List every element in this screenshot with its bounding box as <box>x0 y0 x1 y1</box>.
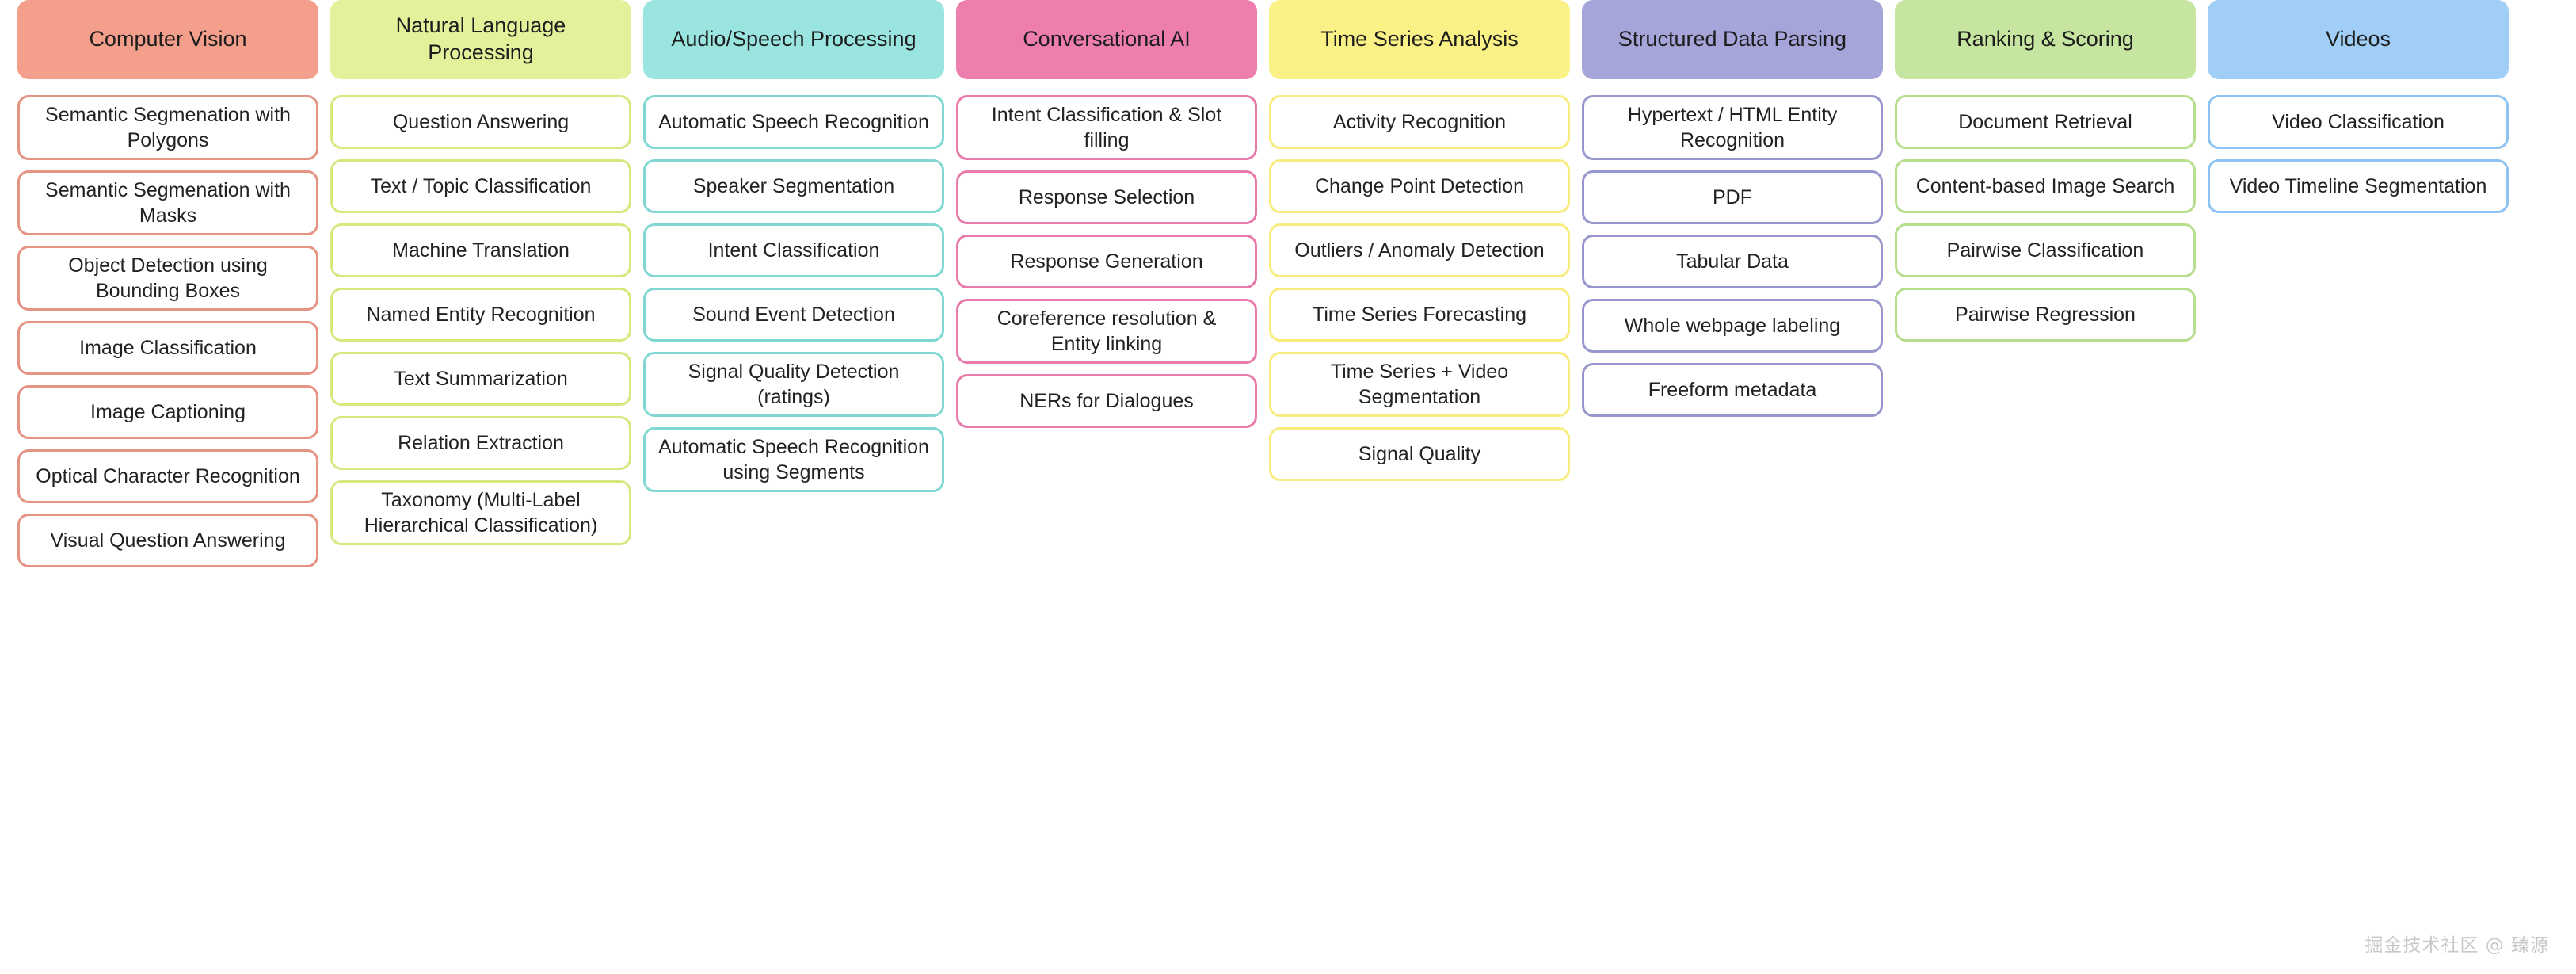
task-card[interactable]: Intent Classification & Slot filling <box>956 95 1257 160</box>
task-card[interactable]: Image Classification <box>17 321 318 375</box>
category-header[interactable]: Natural Language Processing <box>330 0 631 79</box>
task-card[interactable]: Automatic Speech Recognition using Segme… <box>643 427 944 492</box>
task-card[interactable]: Document Retrieval <box>1895 95 2196 149</box>
task-card[interactable]: Time Series Forecasting <box>1269 288 1570 342</box>
task-card[interactable]: Change Point Detection <box>1269 159 1570 213</box>
watermark: 掘金技术社区 @ 臻源 <box>2365 935 2549 956</box>
task-card[interactable]: Tabular Data <box>1582 235 1883 288</box>
task-card[interactable]: Semantic Segmenation with Masks <box>17 170 318 235</box>
task-card[interactable]: Image Captioning <box>17 385 318 439</box>
category-header[interactable]: Ranking & Scoring <box>1895 0 2196 79</box>
task-card[interactable]: PDF <box>1582 170 1883 224</box>
task-card[interactable]: Object Detection using Bounding Boxes <box>17 246 318 311</box>
task-card[interactable]: Taxonomy (Multi-Label Hierarchical Class… <box>330 480 631 545</box>
category-header[interactable]: Structured Data Parsing <box>1582 0 1883 79</box>
task-card[interactable]: Outliers / Anomaly Detection <box>1269 223 1570 277</box>
task-card[interactable]: Question Answering <box>330 95 631 149</box>
task-card[interactable]: Hypertext / HTML Entity Recognition <box>1582 95 1883 160</box>
task-card[interactable]: Relation Extraction <box>330 416 631 470</box>
task-card[interactable]: Freeform metadata <box>1582 363 1883 417</box>
task-card[interactable]: Pairwise Regression <box>1895 288 2196 342</box>
task-card[interactable]: Coreference resolution & Entity linking <box>956 299 1257 364</box>
task-card[interactable]: Machine Translation <box>330 223 631 277</box>
category-header[interactable]: Computer Vision <box>17 0 318 79</box>
task-card[interactable]: Visual Question Answering <box>17 514 318 567</box>
task-card[interactable]: Activity Recognition <box>1269 95 1570 149</box>
task-card[interactable]: Optical Character Recognition <box>17 449 318 503</box>
category-header[interactable]: Conversational AI <box>956 0 1257 79</box>
task-card[interactable]: Signal Quality <box>1269 427 1570 481</box>
task-card[interactable]: Video Classification <box>2208 95 2509 149</box>
task-card[interactable]: Response Selection <box>956 170 1257 224</box>
category-header[interactable]: Audio/Speech Processing <box>643 0 944 79</box>
task-card[interactable]: Intent Classification <box>643 223 944 277</box>
task-card[interactable]: Text / Topic Classification <box>330 159 631 213</box>
task-card[interactable]: Automatic Speech Recognition <box>643 95 944 149</box>
category-header[interactable]: Time Series Analysis <box>1269 0 1570 79</box>
task-card[interactable]: Text Summarization <box>330 352 631 406</box>
task-card[interactable]: Content-based Image Search <box>1895 159 2196 213</box>
category-header[interactable]: Videos <box>2208 0 2509 79</box>
task-card[interactable]: Time Series + Video Segmentation <box>1269 352 1570 417</box>
category-column: Conversational AI Intent Classification &… <box>956 0 1257 438</box>
task-card[interactable]: Video Timeline Segmentation <box>2208 159 2509 213</box>
task-card[interactable]: Speaker Segmentation <box>643 159 944 213</box>
task-card[interactable]: Signal Quality Detection (ratings) <box>643 352 944 417</box>
task-card[interactable]: Sound Event Detection <box>643 288 944 342</box>
task-card[interactable]: Whole webpage labeling <box>1582 299 1883 353</box>
task-card[interactable]: Pairwise Classification <box>1895 223 2196 277</box>
task-card[interactable]: NERs for Dialogues <box>956 374 1257 428</box>
task-card[interactable]: Named Entity Recognition <box>330 288 631 342</box>
task-card[interactable]: Response Generation <box>956 235 1257 288</box>
task-card[interactable]: Semantic Segmenation with Polygons <box>17 95 318 160</box>
